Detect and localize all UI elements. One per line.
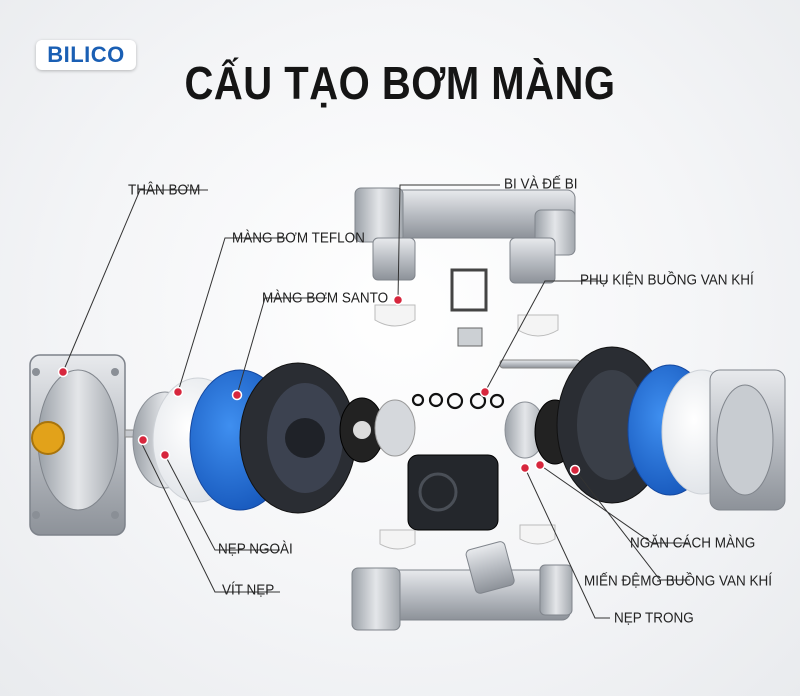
page-title: CẤU TẠO BƠM MÀNG <box>184 58 616 110</box>
o-rings <box>411 392 505 410</box>
leader-lines <box>62 184 690 619</box>
label-mang-santo: MÀNG BƠM SANTO <box>262 289 389 306</box>
label-bi-va-de-bi: BI VÀ ĐẾ BI <box>504 175 578 192</box>
ball-seat-lower-right <box>519 524 556 545</box>
label-ngan-cach-mang: NGĂN CÁCH MÀNG <box>630 534 756 551</box>
top-manifold <box>354 187 576 284</box>
brand-logo: BILICO <box>36 40 136 70</box>
label-mien-dem-buong-van-khi: MIẾN ĐỆMG BUỒNG VAN KHÍ <box>584 572 773 589</box>
brand-logo-text: BILICO <box>47 42 125 67</box>
center-block <box>407 454 499 531</box>
label-than-bom: THÂN BƠM <box>128 181 201 198</box>
air-chamber-cover-left <box>239 362 357 514</box>
marker-dots <box>57 294 581 476</box>
ball-seat-upper-left <box>374 304 416 327</box>
ball-seat-lower-left <box>379 529 416 550</box>
label-nep-ngoai: NẸP NGOÀI <box>218 540 293 557</box>
valve-spool <box>457 327 483 347</box>
ball-seat-upper-right <box>517 314 559 337</box>
right-pump-body <box>709 369 786 511</box>
brand-emblem <box>31 421 65 455</box>
label-vit-nep: VÍT NẸP <box>222 581 275 598</box>
label-nep-trong: NẸP TRONG <box>614 609 694 626</box>
label-phu-kien-buong-van-khi: PHỤ KIỆN BUỒNG VAN KHÍ <box>580 271 754 288</box>
gasket <box>450 268 488 312</box>
left-pump-body <box>29 354 152 536</box>
label-mang-teflon: MÀNG BƠM TEFLON <box>232 229 365 246</box>
valve-plate-left <box>374 399 416 457</box>
bottom-manifold <box>351 541 573 631</box>
rod <box>499 359 581 369</box>
